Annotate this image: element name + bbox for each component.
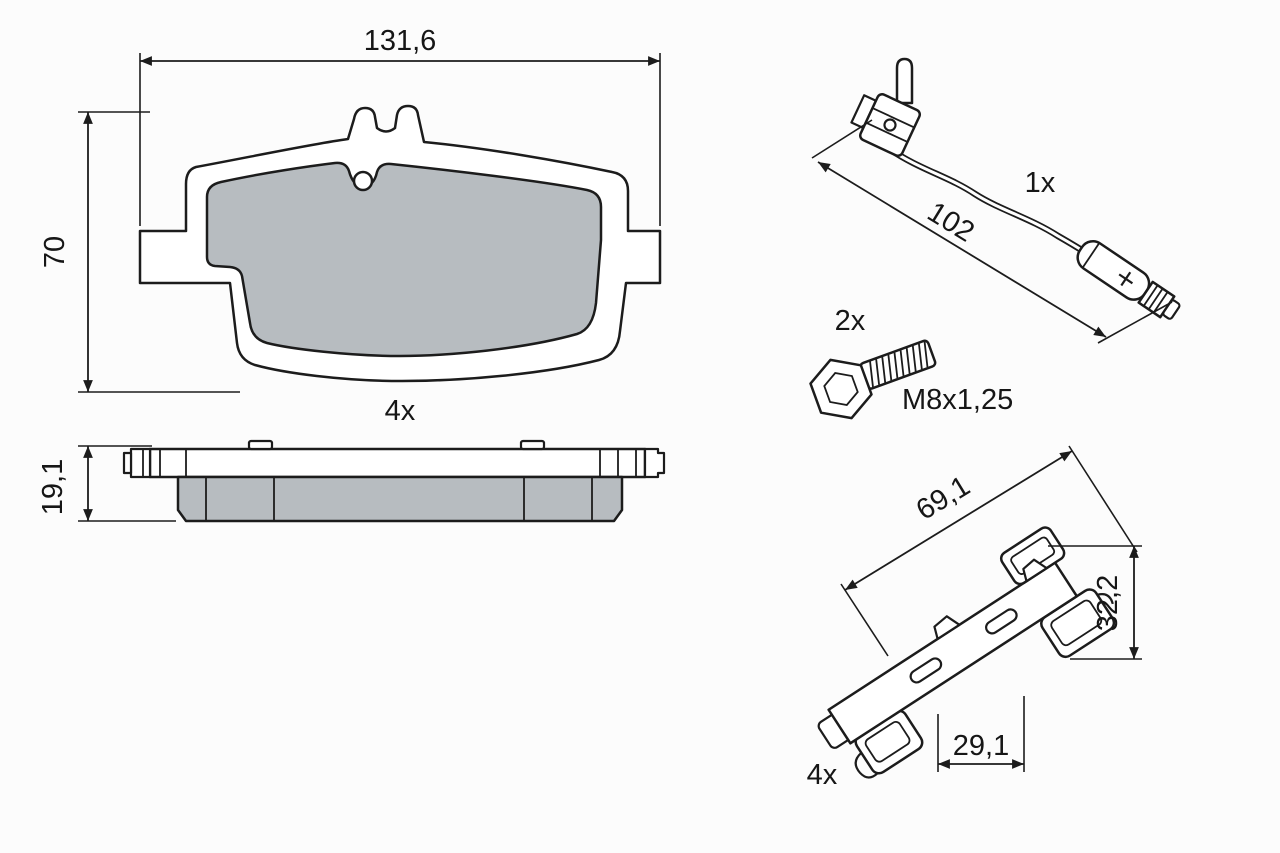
sensor-connector (1076, 240, 1181, 320)
dimension-height-70: 70 (39, 111, 240, 393)
pad-height-label: 70 (39, 236, 71, 268)
clip-height-label: 32,2 (1092, 575, 1124, 631)
dimension-clip-height-32-2: 32,2 (1048, 545, 1142, 660)
side-tab-left (247, 439, 274, 451)
side-left-ear (122, 451, 133, 475)
side-tab-right (519, 439, 546, 451)
bolt-hex-head (809, 358, 873, 420)
clip-length-label: 69,1 (911, 470, 976, 527)
brake-pad-side-view: 19,1 (37, 439, 666, 523)
brake-pad-front-view: 131,6 70 4x (39, 25, 662, 427)
pad-friction-material (205, 161, 603, 358)
sensor-quantity-label: 1x (1025, 167, 1056, 199)
pad-width-label: 131,6 (364, 25, 437, 57)
side-left-cap (129, 447, 152, 479)
dimension-clip-width-29-1: 29,1 (937, 696, 1025, 772)
sensor-pin (895, 57, 914, 105)
dimension-width-131-6: 131,6 (139, 25, 661, 226)
pad-thickness-label: 19,1 (37, 459, 69, 515)
wear-sensor: 102 1x (811, 57, 1181, 344)
retaining-clip-kit: 69,1 32,2 29,1 4x (807, 445, 1142, 791)
side-backplate (148, 447, 647, 479)
dimension-sensor-length-102: 102 (811, 119, 1173, 344)
clip-width-label: 29,1 (953, 730, 1009, 762)
dimension-thickness-19-1: 19,1 (37, 445, 176, 522)
bolt-thread-label: M8x1,25 (902, 384, 1013, 416)
clip-quantity-label: 4x (807, 759, 838, 791)
side-friction-material (176, 475, 624, 523)
bolt-shank (859, 339, 937, 390)
pad-sensor-hole (352, 170, 374, 192)
sensor-length-label: 102 (922, 196, 980, 249)
mounting-bolt: 2x M8x1,25 (809, 305, 1013, 420)
pad-quantity-label: 4x (385, 395, 416, 427)
bolt-quantity-label: 2x (835, 305, 866, 337)
sensor-clip-body (850, 93, 922, 157)
side-right-cap (643, 447, 666, 479)
